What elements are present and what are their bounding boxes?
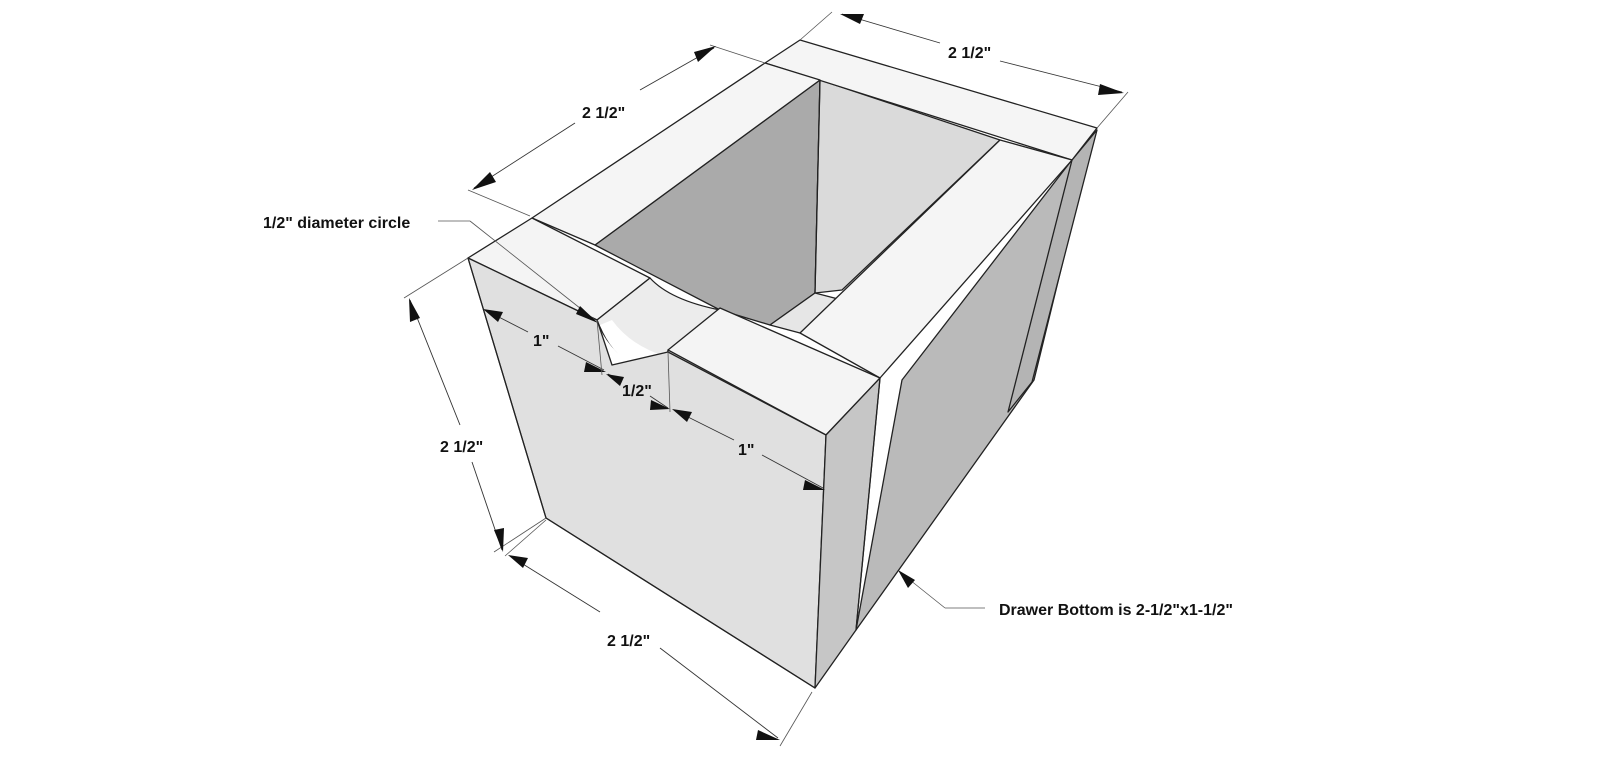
top-left-depth-label: 2 1/2": [582, 105, 625, 122]
right-side-back-strip: [1007, 129, 1098, 413]
drawer-box: [467, 39, 1098, 689]
drawer-bottom-note: Drawer Bottom is 2-1/2"x1-1/2": [898, 570, 1233, 619]
arrow-head: [494, 528, 504, 552]
left-block-width-label: 1": [533, 333, 549, 350]
dim-height: 2 1/2": [403, 257, 547, 553]
arrow-head: [472, 172, 496, 190]
arrow-head: [840, 14, 864, 24]
dim-notch: 1/2": [606, 351, 671, 413]
dim-bottom: 2 1/2": [504, 519, 813, 747]
dim-right-block: 1": [672, 409, 825, 490]
arrow-head: [694, 46, 716, 62]
arrow-head: [672, 409, 692, 422]
top-right-rim: [799, 139, 1073, 379]
arrow-head: [606, 374, 624, 386]
dim-left-block: 1": [483, 309, 606, 376]
drawer-bottom-note-label: Drawer Bottom is 2-1/2"x1-1/2": [999, 602, 1233, 619]
circle-note-label: 1/2" diameter circle: [263, 215, 410, 232]
right-block-width-label: 1": [738, 442, 754, 459]
dim-top-left: 2 1/2": [467, 44, 766, 217]
arrow-head: [576, 306, 598, 323]
arrow-head: [483, 309, 503, 322]
dim-top-back: 2 1/2": [799, 11, 1129, 129]
arrow-head: [756, 730, 780, 740]
arrow-head: [803, 480, 825, 490]
arrow-head: [584, 362, 606, 372]
arrow-head: [409, 298, 420, 322]
height-label: 2 1/2": [440, 439, 483, 456]
right-side-face: [855, 129, 1096, 631]
top-back-width-label: 2 1/2": [948, 45, 991, 62]
notch-width-label: 1/2": [622, 383, 652, 400]
arrow-head: [1098, 84, 1124, 95]
arrow-head: [898, 570, 915, 588]
circle-note: 1/2" diameter circle: [263, 215, 598, 323]
bottom-width-label: 2 1/2": [607, 633, 650, 650]
arrow-head: [650, 400, 670, 410]
arrow-head: [508, 555, 528, 568]
